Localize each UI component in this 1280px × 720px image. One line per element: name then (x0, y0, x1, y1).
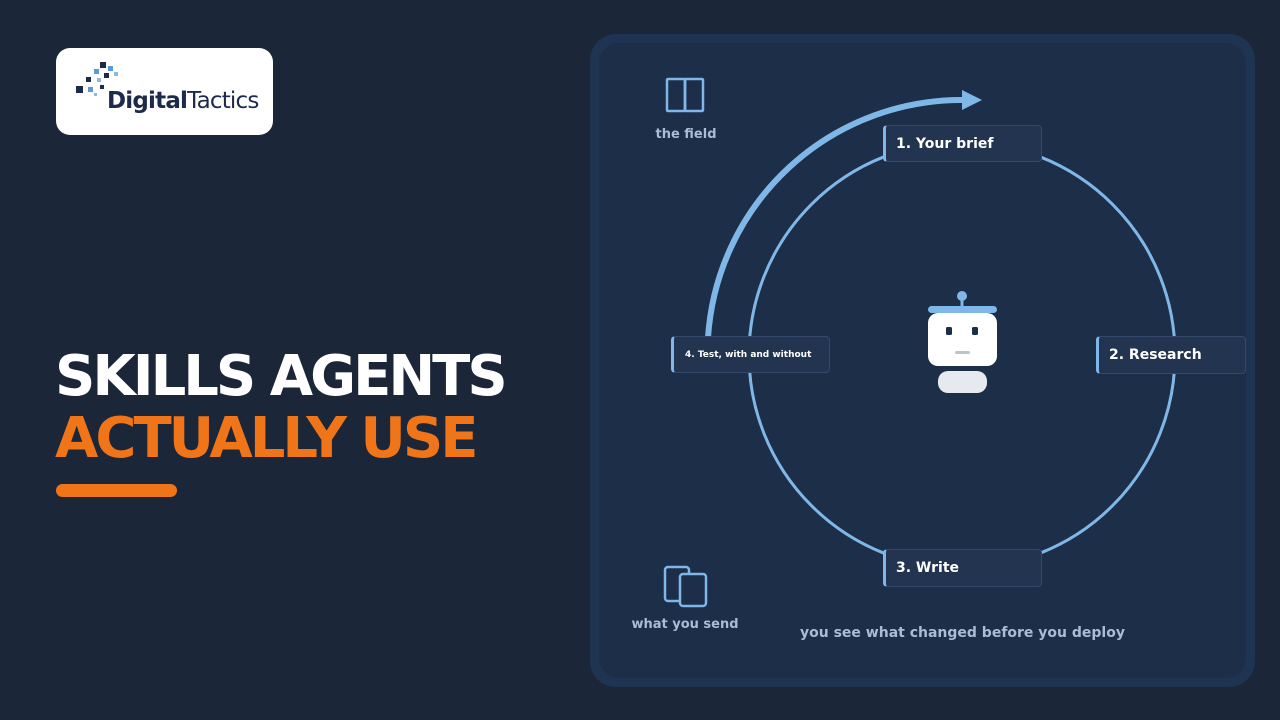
step-test: 4. Test, with and without (671, 336, 830, 373)
headline-underline (56, 484, 177, 497)
headline-line-1: SKILLS AGENTS (55, 344, 508, 409)
label-what-you-send: what you send (631, 617, 739, 632)
logo-mark-icon (76, 62, 118, 96)
step-write: 3. Write (883, 549, 1042, 587)
headline: SKILLS AGENTS ACTUALLY USE (55, 346, 575, 470)
step-your-brief: 1. Your brief (883, 125, 1042, 162)
step-research: 2. Research (1096, 336, 1246, 374)
headline-line-2: ACTUALLY USE (55, 406, 478, 471)
logo-wordmark: DigitalTactics (107, 88, 259, 114)
logo-brand-light: Tactics (187, 88, 259, 114)
label-the-field: the field (655, 127, 717, 142)
logo-card: DigitalTactics (56, 48, 273, 135)
diagram-caption: you see what changed before you deploy (800, 625, 1125, 641)
logo-brand-bold: Digital (107, 88, 188, 114)
